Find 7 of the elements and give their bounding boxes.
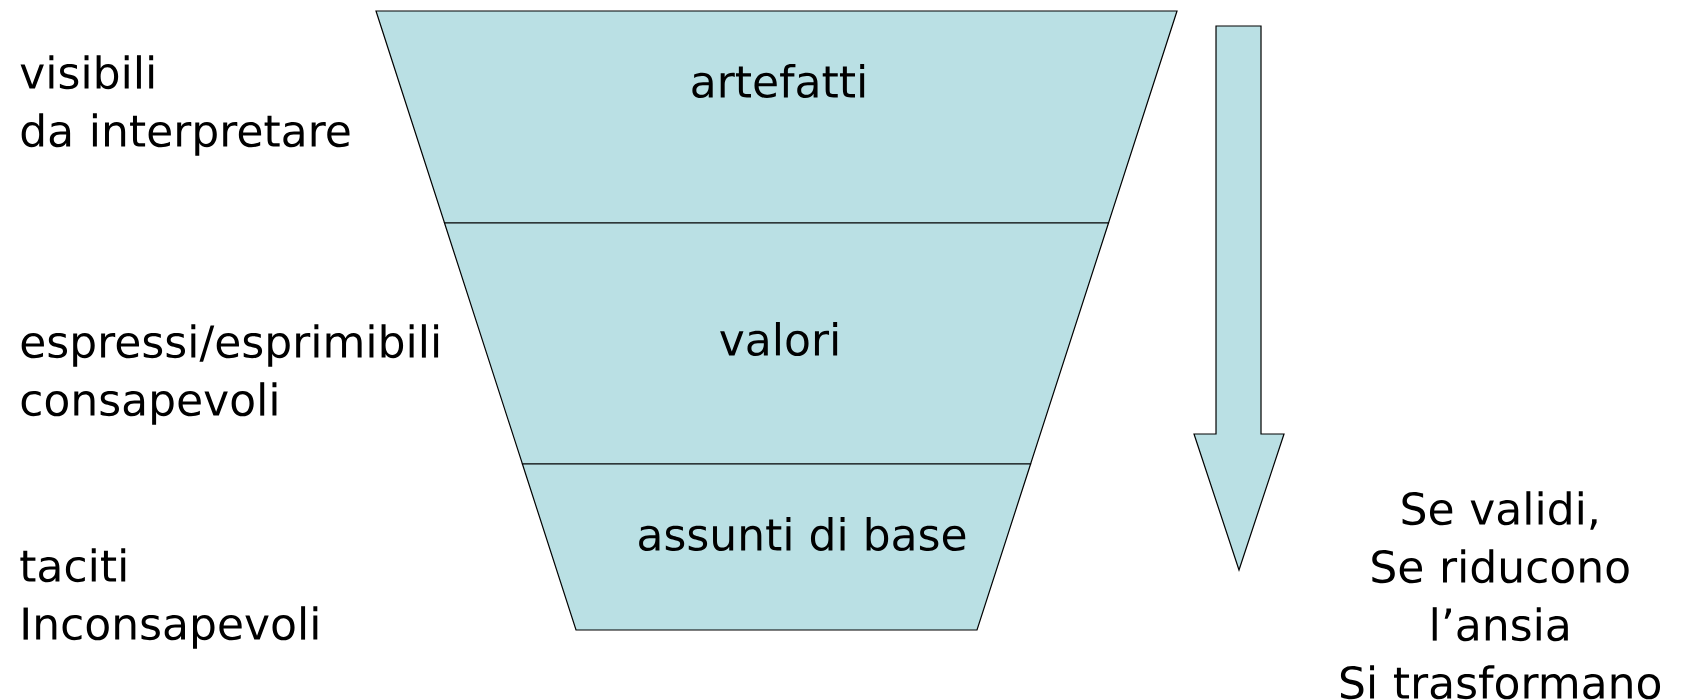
- side-label: Se validi, Se riducono l’ansia Si trasformano: [1340, 491, 1661, 700]
- layer-band: artefatti: [375, 10, 1178, 224]
- side-label: espressi/esprimibili consapevoli: [21, 324, 439, 425]
- side-label: taciti Inconsapevoli: [20, 548, 318, 649]
- layer-band: assunti di base: [521, 463, 1032, 631]
- layer-band: valori: [443, 222, 1110, 465]
- side-label: visibili da interpretare: [20, 55, 350, 156]
